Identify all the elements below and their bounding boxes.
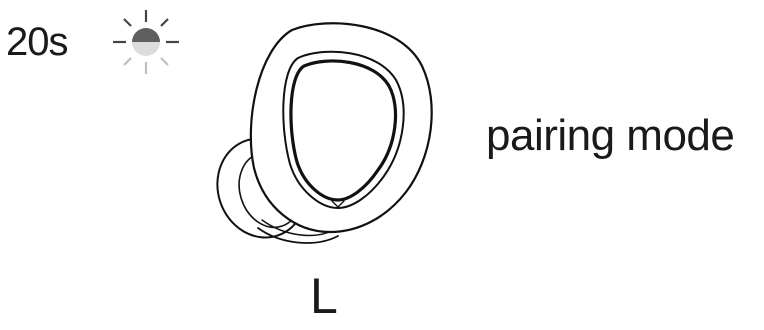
earbud-side-label: L bbox=[310, 268, 338, 324]
pairing-mode-label: pairing mode bbox=[486, 110, 734, 162]
blinking-light-icon bbox=[108, 4, 184, 80]
blink-duration-label: 20s bbox=[6, 18, 68, 66]
earbud-icon bbox=[200, 8, 450, 258]
